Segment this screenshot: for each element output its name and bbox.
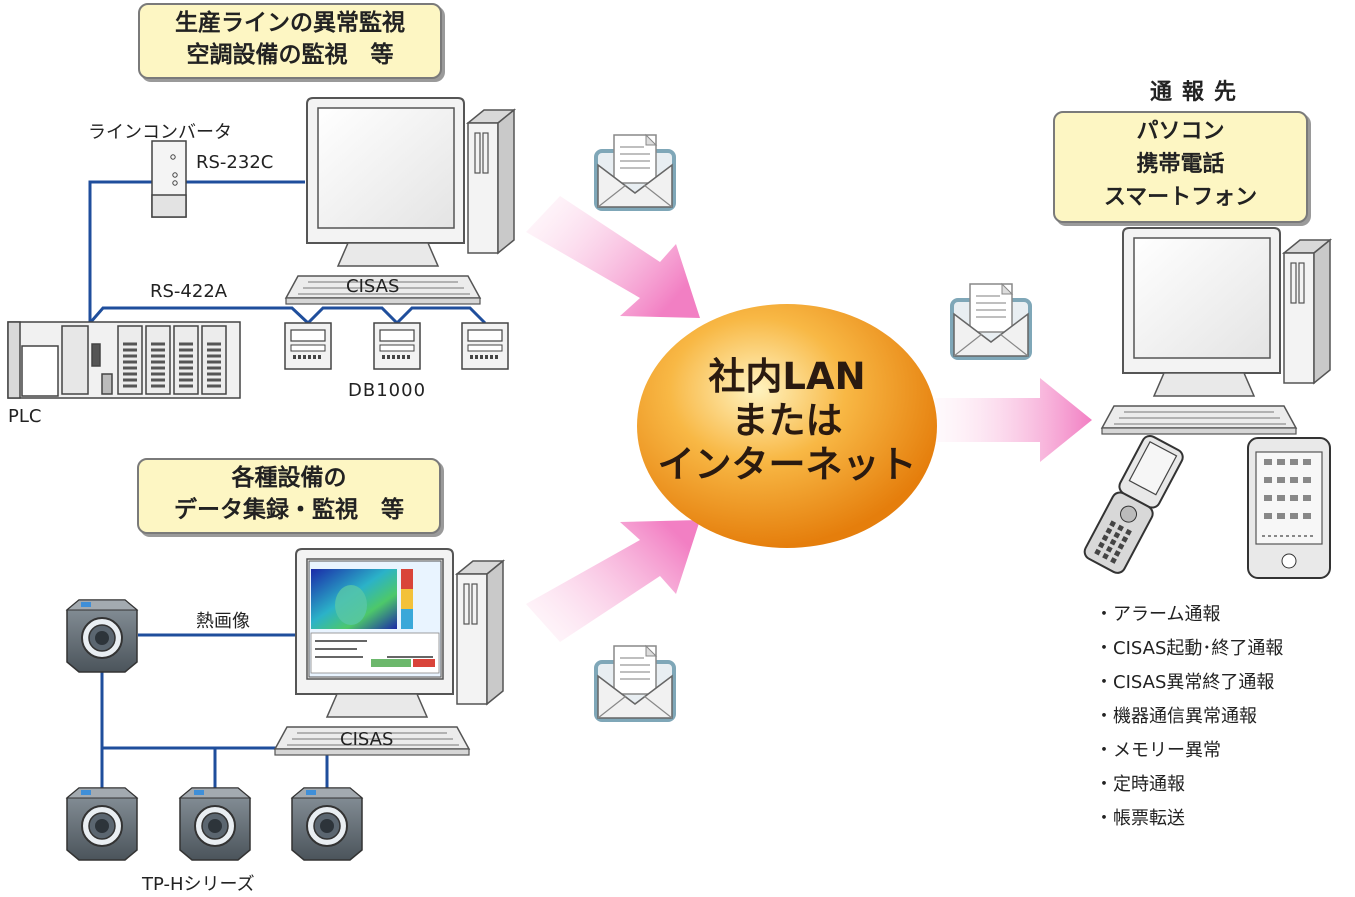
envelope-icon xyxy=(594,133,676,211)
computer-icon xyxy=(1101,227,1331,435)
db1000-icon xyxy=(372,321,422,371)
hub-line: 社内LAN xyxy=(708,355,866,398)
cisas-bottom-label: CISAS xyxy=(340,729,394,750)
destination-callout: パソコン 携帯電話 スマートフォン xyxy=(1053,111,1308,223)
list-item: ・アラーム通報 xyxy=(1095,604,1221,625)
rs232c-label: RS-232C xyxy=(196,152,274,173)
production-monitoring-callout: 生産ラインの異常監視 空調設備の監視 等 xyxy=(138,3,442,79)
computer-icon xyxy=(285,97,515,305)
camera-icon xyxy=(66,787,138,861)
rs232c-wire xyxy=(88,180,305,323)
callout-line: パソコン xyxy=(1136,119,1225,144)
list-item: ・CISAS異常終了通報 xyxy=(1095,672,1275,693)
line-converter-icon xyxy=(151,140,187,218)
plc-icon xyxy=(7,321,241,399)
flip-phone-icon xyxy=(1083,435,1184,574)
arrow-top-to-hub xyxy=(526,196,700,318)
tp-series-label: TP-Hシリーズ xyxy=(142,874,255,895)
notification-list: ・アラーム通報 ・CISAS起動･終了通報 ・CISAS異常終了通報 ・機器通信… xyxy=(1095,598,1283,836)
callout-line: スマートフォン xyxy=(1103,185,1258,210)
db1000-icon xyxy=(460,321,510,371)
callout-line: 各種設備の xyxy=(231,465,347,491)
callout-line: データ集録・監視 等 xyxy=(174,497,404,523)
callout-line: 生産ラインの異常監視 xyxy=(175,10,405,36)
list-item: ・メモリー異常 xyxy=(1095,740,1221,761)
callout-line: 携帯電話 xyxy=(1136,152,1225,177)
network-hub xyxy=(637,304,937,548)
equipment-monitoring-callout: 各種設備の データ集録・監視 等 xyxy=(137,458,441,534)
thermal-image-label: 熱画像 xyxy=(196,611,250,632)
rs422a-wire xyxy=(88,306,487,326)
cisas-top-label: CISAS xyxy=(346,276,400,297)
db1000-icon xyxy=(283,321,333,371)
hub-line: または xyxy=(731,399,843,442)
callout-line: 空調設備の監視 等 xyxy=(186,42,394,68)
arrow-bottom-to-hub xyxy=(526,520,700,642)
list-item: ・帳票転送 xyxy=(1095,808,1185,829)
camera-network-wire xyxy=(100,633,329,790)
envelope-icon xyxy=(594,644,676,722)
camera-icon xyxy=(291,787,363,861)
network-hub-label: 社内LAN または インターネット xyxy=(637,355,937,487)
list-item: ・機器通信異常通報 xyxy=(1095,706,1257,727)
db1000-label: DB1000 xyxy=(348,380,427,401)
envelope-icon xyxy=(950,282,1032,360)
list-item: ・CISAS起動･終了通報 xyxy=(1095,638,1284,659)
arrow-hub-to-destination xyxy=(935,378,1092,462)
line-converter-label: ラインコンバータ xyxy=(88,122,232,143)
camera-icon xyxy=(66,599,138,673)
list-item: ・定時通報 xyxy=(1095,774,1185,795)
plc-label: PLC xyxy=(8,406,42,427)
computer-icon xyxy=(274,548,504,756)
camera-icon xyxy=(179,787,251,861)
hub-line: インターネット xyxy=(657,443,917,486)
smartphone-icon xyxy=(1247,437,1331,579)
destination-title: 通報先 xyxy=(1150,80,1247,105)
rs422a-label: RS-422A xyxy=(150,281,228,302)
